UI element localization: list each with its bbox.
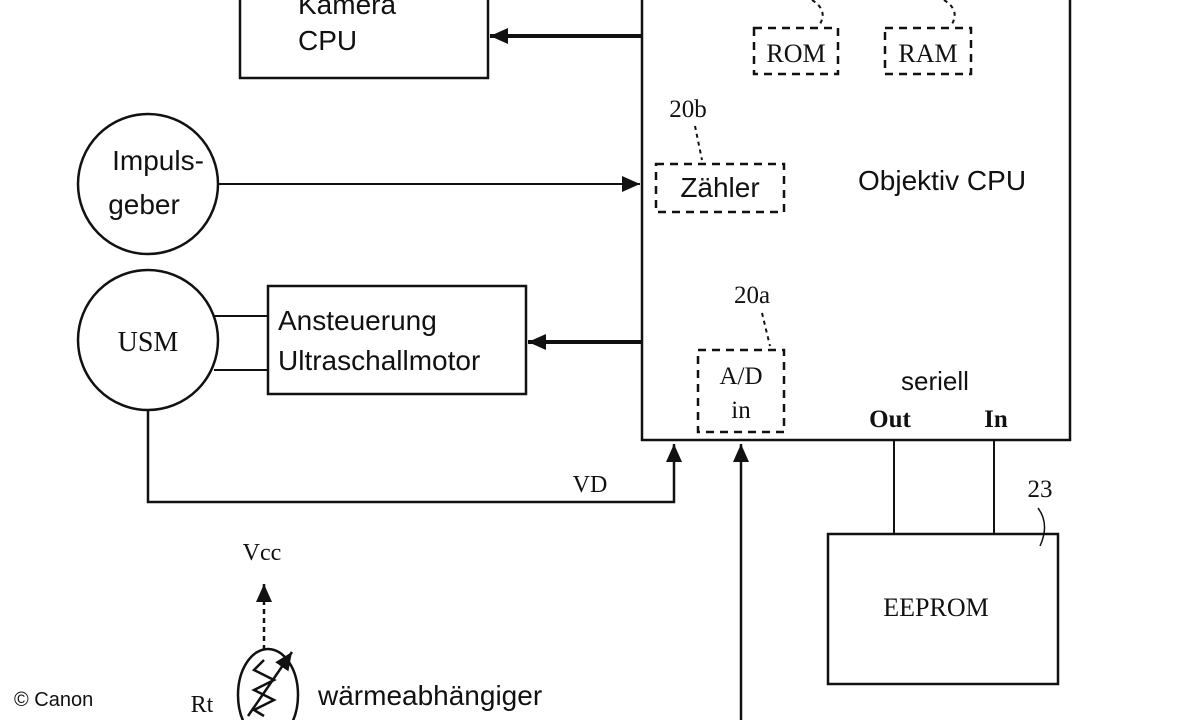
objektiv-cpu-block: Objektiv CPU [640, 0, 1072, 442]
eeprom-block: EEPROM 23 [826, 476, 1060, 686]
ansteuerung-label-2: Ultraschallmotor [278, 345, 480, 376]
seriell-label: seriell [901, 366, 969, 396]
kamera-cpu-label-1: Kamera [298, 0, 396, 20]
usm-label: USM [118, 327, 179, 358]
ram-label: RAM [898, 39, 957, 68]
rt-label: Rt [191, 692, 214, 718]
impulsgeber-label-2: geber [108, 189, 180, 220]
copyright-text: © Canon [14, 689, 93, 711]
objektiv-cpu-label: Objektiv CPU [858, 165, 1026, 196]
eeprom-label: EEPROM [883, 593, 988, 622]
zaehler-ref: 20b [669, 96, 707, 123]
kamera-cpu-label-2: CPU [298, 25, 357, 56]
adc-label-1: A/D [719, 363, 762, 390]
zaehler-label: Zähler [680, 172, 759, 203]
impulsgeber-label-1: Impuls- [112, 145, 204, 176]
ansteuerung-label-1: Ansteuerung [278, 305, 437, 336]
vd-signal-line [146, 410, 682, 504]
thermistor-circle [236, 647, 300, 720]
vd-label: VD [573, 472, 608, 498]
in-port-label: In [984, 406, 1008, 433]
rom-box: ROM [752, 0, 840, 76]
vcc-label: Vcc [243, 540, 282, 566]
resistor-zigzag [251, 659, 277, 718]
impulsgeber-circle: Impuls- geber [76, 112, 220, 256]
rom-label: ROM [766, 39, 825, 68]
thermistor-description: wärmeabhängiger [317, 680, 542, 711]
zaehler-box: 20b Zähler [654, 96, 786, 214]
adc-label-2: in [731, 397, 751, 424]
usm-circle: USM [76, 268, 220, 412]
thermistor-sensor: Vcc Rt wärmeabhängiger [191, 540, 542, 720]
eeprom-ref: 23 [1028, 476, 1053, 503]
kamera-cpu-block: Kamera CPU [238, 0, 490, 80]
out-port-label: Out [869, 406, 911, 433]
ansteuerung-block: Ansteuerung Ultraschallmotor [266, 284, 528, 396]
connections [146, 28, 995, 720]
adc-ref: 20a [734, 282, 770, 309]
adc-box: 20a A/D in [696, 282, 786, 434]
ram-box: RAM [883, 0, 973, 76]
variable-arrow [246, 651, 294, 717]
